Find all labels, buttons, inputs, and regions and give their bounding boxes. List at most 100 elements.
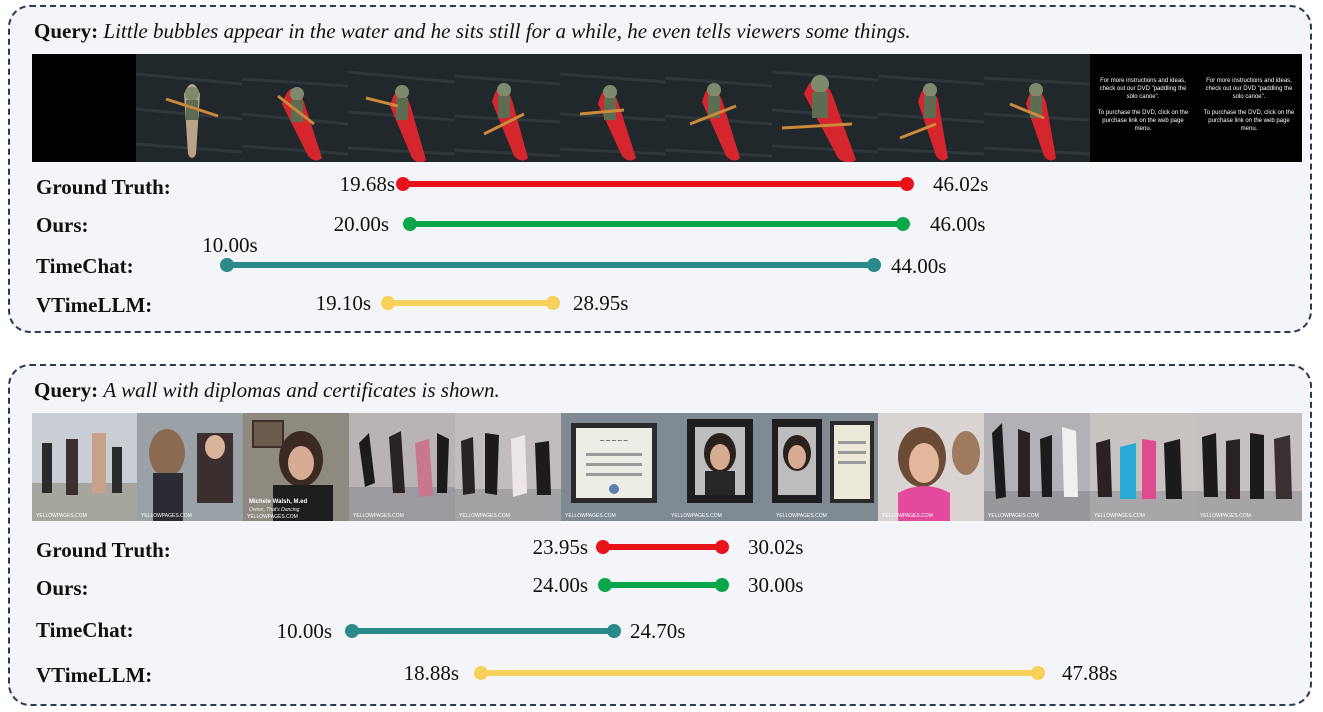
segment-end-dot (715, 540, 729, 554)
watermark-text: YELLOWPAGES.COM (353, 513, 404, 519)
segment-start-dot (345, 624, 359, 638)
watermark-text: YELLOWPAGES.COM (1094, 513, 1145, 519)
dance-studio-image: YELLOWPAGES.COM (32, 413, 137, 521)
dance-class-image: YELLOWPAGES.COM (1196, 413, 1302, 521)
dvd-text-image: For more instructions and ideas, check ou… (1204, 78, 1295, 132)
dvd-text: For more instructions and ideas, check ou… (1098, 78, 1189, 132)
dvd-text-line: To purchase the DVD, click on the (1204, 110, 1295, 116)
video-frame-dance-studio: YELLOWPAGES.COM (32, 413, 137, 521)
end-time-label: 46.02s (933, 172, 988, 196)
end-time-label: 28.95s (573, 291, 628, 315)
start-time-label: 19.68s (340, 172, 395, 196)
end-time-label: 24.70s (630, 619, 685, 643)
video-frame-diploma-wall: ~~~~~YELLOWPAGES.COM (560, 413, 667, 521)
segment-start-dot (396, 177, 410, 191)
row-label-timechat: TimeChat: (36, 254, 134, 278)
dvd-text-line: To purchase the DVD, click on the (1098, 110, 1189, 116)
segment-timechat: 10.00s 24.70s (277, 619, 686, 643)
dvd-text-line: solo canoe". (1127, 94, 1160, 100)
start-time-label: 10.00s (277, 619, 332, 643)
start-time-label: 10.00s (202, 233, 257, 257)
end-time-label: 46.00s (930, 212, 985, 236)
segment-start-dot (474, 666, 488, 680)
watermark-text: YELLOWPAGES.COM (882, 513, 933, 519)
segment-ground-truth: 19.68s 46.02s (340, 172, 989, 196)
canoe-image (772, 54, 878, 162)
dvd-text: For more instructions and ideas, check ou… (1204, 78, 1295, 132)
video-frame-canoe (984, 54, 1090, 162)
watermark-text: YELLOWPAGES.COM (141, 513, 192, 519)
video-frame-canoe (454, 54, 560, 162)
dance-class-image: YELLOWPAGES.COM (1090, 413, 1197, 521)
segment-start-dot (403, 217, 417, 231)
segment-end-dot (900, 177, 914, 191)
video-frame-strip: YELLOWPAGES.COM YELLOWPAGES.COM Michele … (32, 413, 1302, 521)
end-time-label: 30.02s (748, 535, 803, 559)
video-frame-black (32, 54, 136, 162)
watermark-text: YELLOWPAGES.COM (459, 513, 510, 519)
segment-start-dot (596, 540, 610, 554)
diploma-wall-image: YELLOWPAGES.COM (666, 413, 773, 521)
watermark-text: YELLOWPAGES.COM (247, 514, 298, 520)
dance-studio-image: YELLOWPAGES.COM (136, 413, 243, 521)
watermark-text: YELLOWPAGES.COM (671, 513, 722, 519)
query-text: A wall with diplomas and certificates is… (103, 378, 500, 402)
start-time-label: 18.88s (404, 661, 459, 685)
video-frame-canoe (666, 54, 772, 162)
end-time-label: 30.00s (748, 573, 803, 597)
dancer-image: YELLOWPAGES.COM (878, 413, 985, 521)
caption-role: Owner, That's Dancing (249, 507, 300, 513)
query-line: Query: A wall with diplomas and certific… (34, 378, 500, 403)
canoe-image (878, 54, 984, 162)
dance-class-image: YELLOWPAGES.COM (348, 413, 455, 521)
segment-ours: 20.00s 46.00s (334, 212, 986, 236)
video-frame-dancer: YELLOWPAGES.COM (878, 413, 985, 521)
video-frame-canoe (136, 54, 242, 162)
row-label-ours: Ours: (36, 213, 89, 237)
end-time-label: 47.88s (1062, 661, 1117, 685)
dvd-text-line: For more instructions and ideas, (1100, 78, 1186, 84)
row-label-vtimellm: VTimeLLM: (36, 293, 153, 317)
example-panel-2: Query: A wall with diplomas and certific… (8, 364, 1312, 706)
dance-class-image: YELLOWPAGES.COM (984, 413, 1091, 521)
query-line: Query: Little bubbles appear in the wate… (34, 19, 911, 44)
segment-start-dot (381, 296, 395, 310)
dvd-text-line: check out our DVD "paddling the (1100, 86, 1188, 92)
row-label-timechat: TimeChat: (36, 618, 134, 642)
start-time-label: 24.00s (533, 573, 588, 597)
video-frame-canoe (878, 54, 984, 162)
segment-end-dot (546, 296, 560, 310)
segment-end-dot (896, 217, 910, 231)
timeline-segments: 23.95s 30.02s 24.00s 30.00s 10.00s 24.70… (277, 535, 1118, 685)
canoe-frames (136, 54, 1090, 162)
canoe-image (242, 54, 348, 162)
query-label: Query: (34, 378, 99, 402)
end-time-label: 44.00s (891, 254, 946, 278)
diploma-wall-image: ~~~~~YELLOWPAGES.COM (560, 413, 667, 521)
canoe-image (348, 54, 454, 162)
dvd-text-line: For more instructions and ideas, (1206, 78, 1292, 84)
dvd-text-image: For more instructions and ideas, check ou… (1098, 78, 1189, 132)
start-time-label: 19.10s (316, 291, 371, 315)
video-frame-strip: For more instructions and ideas, check ou… (32, 54, 1302, 162)
dvd-text-line: solo canoe". (1233, 94, 1266, 100)
row-label-ground-truth: Ground Truth: (36, 175, 171, 199)
dvd-text-line: menu. (1241, 126, 1258, 132)
dvd-text-line: check out our DVD "paddling the (1206, 86, 1294, 92)
query-text: Little bubbles appear in the water and h… (103, 19, 911, 43)
watermark-text: YELLOWPAGES.COM (565, 513, 616, 519)
segment-end-dot (607, 624, 621, 638)
video-frame-diploma-wall: YELLOWPAGES.COM (666, 413, 773, 521)
watermark-text: YELLOWPAGES.COM (36, 513, 87, 519)
segment-timechat: 10.00s 44.00s (202, 233, 946, 278)
video-frame-diploma-wall: YELLOWPAGES.COM (772, 413, 879, 521)
canoe-image (560, 54, 666, 162)
row-label-ground-truth: Ground Truth: (36, 538, 171, 562)
row-label-ours: Ours: (36, 576, 89, 600)
canoe-image (136, 54, 242, 162)
video-frame-dvd-text: For more instructions and ideas, check ou… (1090, 54, 1196, 162)
query-label: Query: (34, 19, 99, 43)
video-frame-dance-class: YELLOWPAGES.COM (1196, 413, 1302, 521)
video-frame-canoe (560, 54, 666, 162)
